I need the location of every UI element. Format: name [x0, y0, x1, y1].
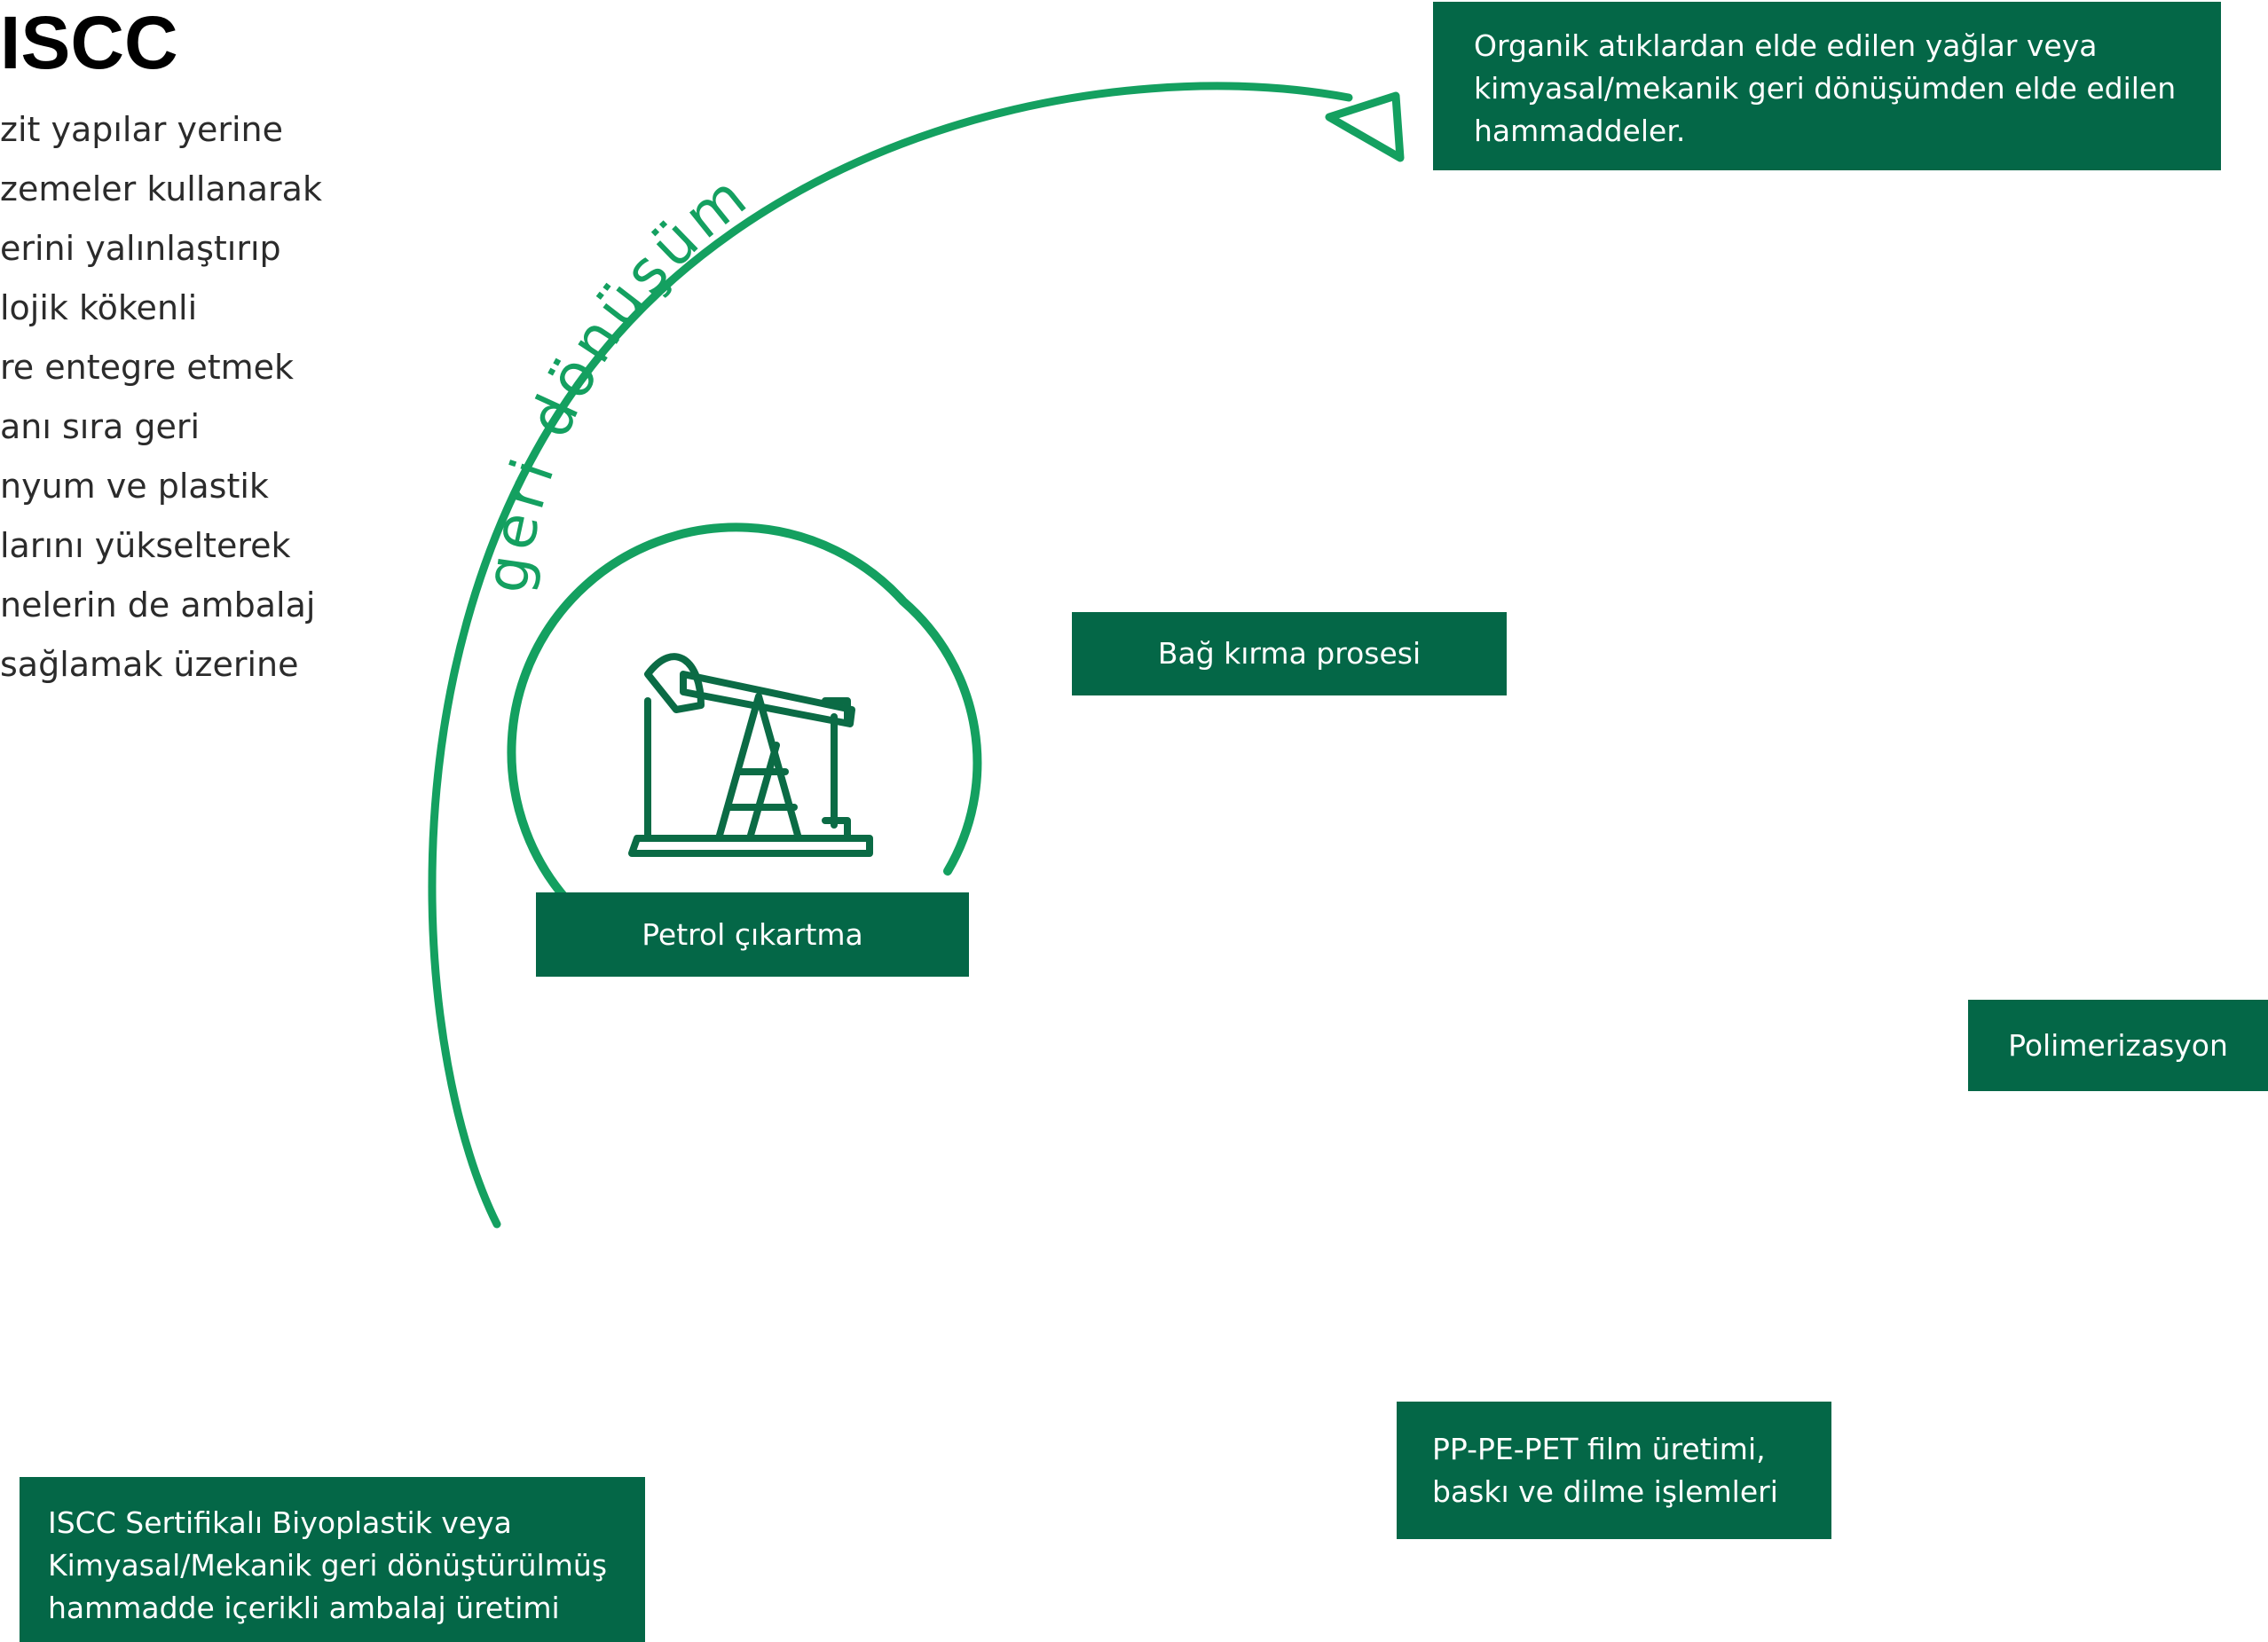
intro-line: larını yükselterek — [0, 526, 291, 565]
intro-line: re entegre etmek — [0, 348, 295, 387]
label-text: Bağ kırma prosesi — [1157, 636, 1421, 671]
intro-line: zit yapılar yerine — [0, 110, 283, 149]
iscc-logo-text: ISCC — [0, 1, 178, 84]
recycle-loop-arc — [428, 82, 1353, 1229]
intro-line: sağlamak üzerine — [0, 645, 299, 684]
label-petrol-extraction: Petrol çıkartma — [536, 892, 969, 977]
label-text: Polimerizasyon — [2008, 1027, 2228, 1063]
label-packaging: ISCC Sertifikalı Biyoplastik veya Kimyas… — [20, 1477, 645, 1642]
intro-line: nyum ve plastik — [0, 467, 269, 506]
label-line: hammadde içerikli ambalaj üretimi — [48, 1591, 560, 1625]
intro-text: zit yapılar yerine zemeler kullanarak er… — [0, 100, 373, 695]
intro-line: anı sıra geri — [0, 407, 201, 446]
label-line: hammaddeler. — [1474, 114, 1686, 148]
label-feedstock: Organik atıklardan elde edilen yağlar ve… — [1433, 2, 2221, 170]
recycle-loop-arrow-icon — [1325, 91, 1405, 162]
intro-line: nelerin de ambalaj — [0, 585, 316, 625]
label-line: ISCC Sertifikalı Biyoplastik veya — [48, 1505, 512, 1540]
label-film-production: PP-PE-PET film üretimi, baskı ve dilme i… — [1397, 1402, 1831, 1539]
oil-pump-icon — [628, 653, 873, 857]
label-line: Kimyasal/Mekanik geri dönüştürülmüş — [48, 1548, 608, 1583]
label-cracking: Bağ kırma prosesi — [1072, 612, 1507, 695]
intro-line: lojik kökenli — [0, 288, 198, 327]
label-line: baskı ve dilme işlemleri — [1432, 1474, 1778, 1509]
intro-line: erini yalınlaştırıp — [0, 229, 281, 268]
label-line: kimyasal/mekanik geri dönüşümden elde ed… — [1474, 71, 2177, 106]
label-line: Organik atıklardan elde edilen yağlar ve… — [1474, 28, 2098, 63]
label-line: PP-PE-PET film üretimi, — [1432, 1432, 1766, 1466]
extraction-ring — [507, 522, 982, 907]
label-polymerization: Polimerizasyon — [1968, 1000, 2268, 1091]
label-text: Petrol çıkartma — [642, 916, 863, 952]
intro-line: zemeler kullanarak — [0, 169, 322, 208]
